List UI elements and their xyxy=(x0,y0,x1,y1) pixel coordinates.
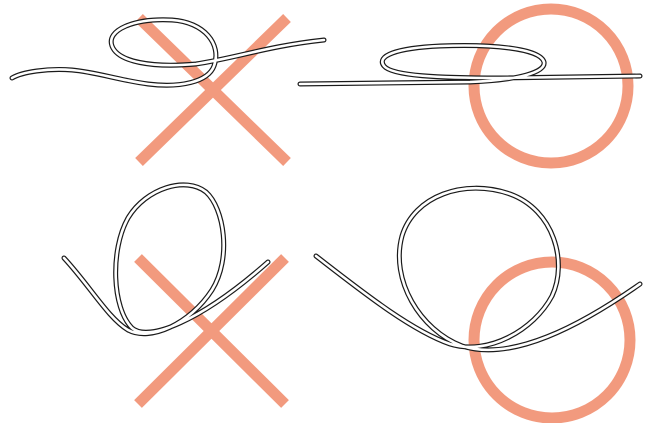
panel-bottom-left xyxy=(64,185,285,404)
panel-top-left xyxy=(12,18,324,162)
circle-icon xyxy=(474,9,628,163)
panel-top-right xyxy=(300,9,640,163)
panel-bottom-right xyxy=(316,188,640,418)
wire-loop-top-right xyxy=(300,46,640,84)
